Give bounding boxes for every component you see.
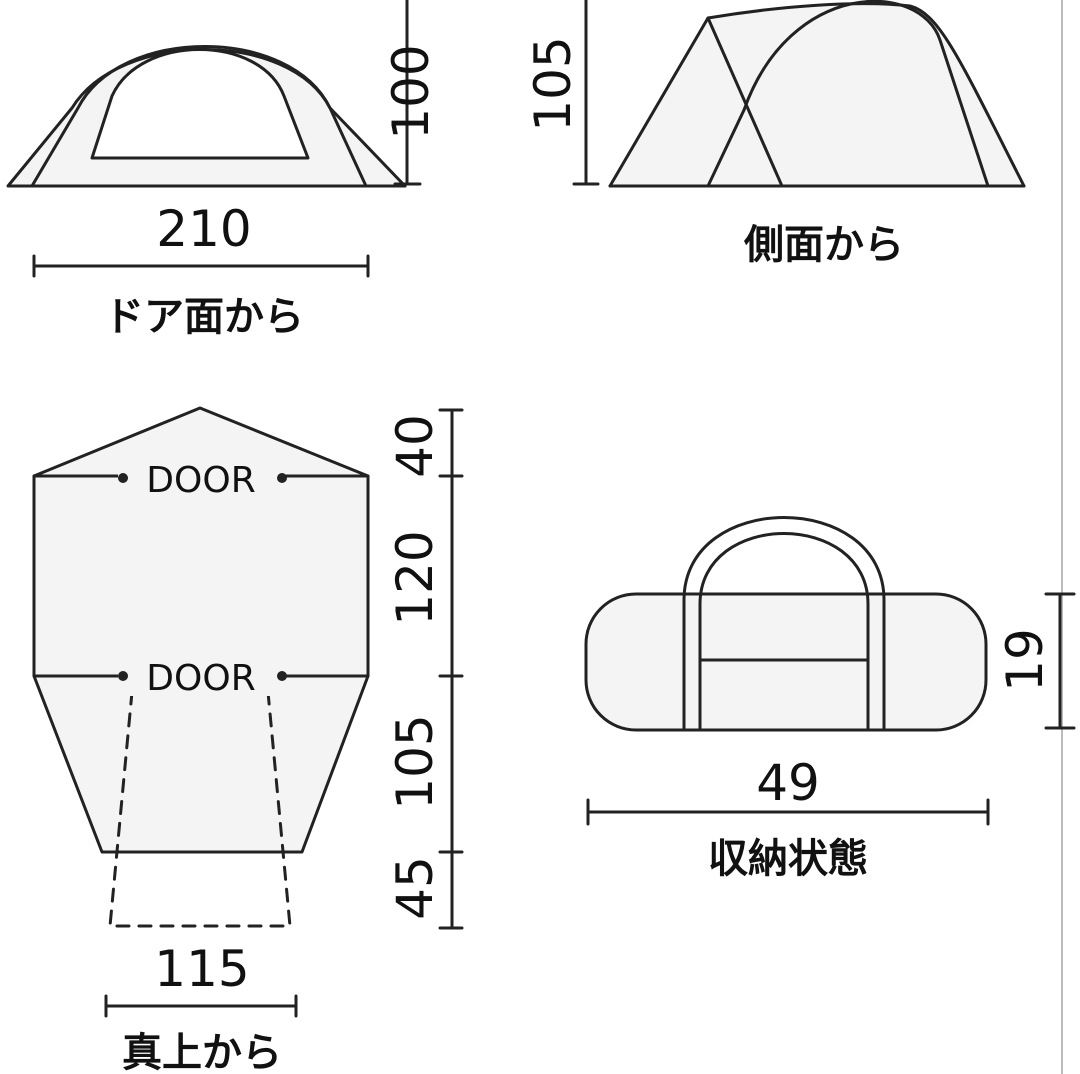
tent-front-door bbox=[90, 48, 310, 160]
segment-label-105: 105 bbox=[386, 714, 444, 809]
packed-view: 49 収納状態 19 bbox=[584, 516, 1076, 882]
door-view-caption: ドア面から bbox=[104, 294, 304, 340]
top-view-vestibule-rear bbox=[32, 674, 370, 854]
door-width-label: 210 bbox=[156, 200, 251, 258]
carry-bag-handle bbox=[682, 516, 886, 732]
front-door-label: DOOR bbox=[146, 460, 255, 501]
top-view: DOOR DOOR 40 120 105 45 115 真上から bbox=[32, 406, 464, 1074]
carry-bag-body bbox=[584, 592, 988, 732]
segment-label-40: 40 bbox=[386, 414, 444, 478]
door-view: 100 210 ドア面から bbox=[6, 0, 440, 340]
door-height-label: 100 bbox=[382, 44, 440, 139]
top-width-label: 115 bbox=[154, 940, 249, 998]
top-view-extension-dashed bbox=[108, 690, 292, 928]
packed-caption: 収納状態 bbox=[708, 836, 868, 882]
packed-height-label: 19 bbox=[996, 628, 1054, 692]
tent-side-inner-arch bbox=[742, 0, 990, 188]
side-view: 105 側面から bbox=[524, 0, 1026, 268]
tent-front-body bbox=[30, 45, 368, 188]
rear-door-label: DOOR bbox=[146, 658, 255, 699]
top-view-inner-tent bbox=[32, 474, 370, 678]
tent-side-outline bbox=[608, 2, 1026, 188]
side-height-label: 105 bbox=[524, 36, 582, 131]
side-view-caption: 側面から bbox=[743, 222, 904, 268]
packed-width-label: 49 bbox=[756, 754, 820, 812]
segment-label-45: 45 bbox=[386, 856, 444, 920]
top-view-caption: 真上から bbox=[122, 1030, 282, 1074]
segment-label-120: 120 bbox=[386, 530, 444, 625]
